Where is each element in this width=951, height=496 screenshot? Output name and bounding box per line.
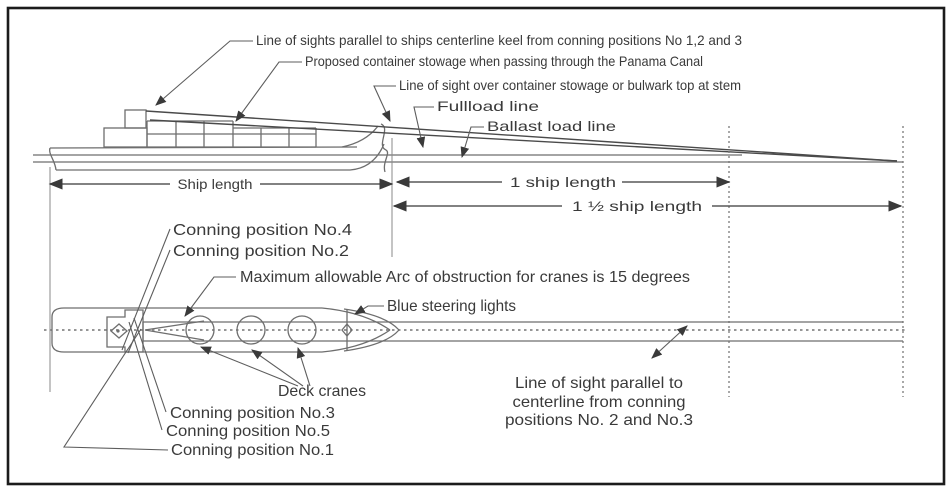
sight-keel-label: Line of sights parallel to ships centerl… (256, 32, 742, 48)
one-ship-length-label: 1 ship length (510, 174, 616, 190)
bridge-house-lower (103, 127, 148, 148)
conning-3-leader (133, 317, 167, 413)
max-arc-label: Maximum allowable Arc of obstruction for… (240, 269, 690, 286)
plan-bow-bottom (321, 329, 391, 353)
parallel-sight-caption-line1: Line of sight parallel to (515, 375, 683, 392)
obstruction-arc-upper (144, 320, 205, 331)
conning-station-dot (116, 329, 120, 333)
conning-2-leader (127, 249, 171, 354)
deck-crane-leader-2 (251, 349, 304, 387)
conning-station-diamond (110, 323, 128, 339)
sight-line-keel (145, 110, 898, 162)
conning-5-leader (128, 321, 163, 431)
sight-line-over-stowage (149, 119, 898, 162)
deck-crane-3 (287, 315, 317, 345)
plan-stem-top (343, 308, 400, 331)
ship-length-label: Ship length (178, 176, 253, 192)
blue-lights-leader (354, 305, 384, 315)
deck-cranes-label: Deck cranes (278, 383, 366, 400)
stern-profile (48, 147, 57, 171)
conning-3-label: Conning position No.3 (170, 405, 335, 422)
container-stowage-leader (235, 61, 302, 122)
parallel-sight-pointer-arrow (651, 325, 688, 359)
ballast-line-label: Ballast load line (487, 118, 616, 134)
parallel-sight-caption-line2: centerline from conning (513, 394, 686, 411)
blue-steering-lights-label: Blue steering lights (387, 298, 516, 315)
container-stacks (146, 120, 317, 148)
deck-crane-leader-1 (199, 346, 299, 387)
bow-break-curve (380, 123, 389, 173)
conning-2-label: Conning position No.2 (173, 243, 349, 260)
hull-bottom (56, 143, 385, 171)
conning-5-label: Conning position No.5 (166, 423, 330, 440)
fullload-leader (413, 106, 434, 149)
conning-1-leader (63, 328, 169, 451)
sight-over-stowage-leader (373, 85, 396, 123)
parallel-sight-caption-line3: positions No. 2 and No.3 (505, 412, 693, 429)
deck-crane-1 (185, 315, 215, 345)
ballast-leader (460, 126, 484, 159)
fullload-line-label: Fullload line (437, 98, 539, 114)
one-half-ship-length-label: 1 ½ ship length (572, 198, 702, 214)
steering-light-diamond (341, 322, 353, 338)
max-arc-leader (184, 276, 236, 317)
bridge-house-upper (124, 109, 147, 129)
deck-crane-2 (236, 315, 266, 345)
parallel-sight-caption: Line of sight parallel to centerline fro… (505, 375, 693, 429)
conning-4-leader (121, 228, 171, 351)
figure-border (6, 6, 946, 486)
container-stowage-label: Proposed container stowage when passing … (305, 53, 703, 69)
stem-profile (341, 125, 379, 148)
plan-stem-bottom (343, 329, 400, 352)
bridge-structure (106, 309, 144, 353)
sight-over-stowage-label: Line of sight over container stowage or … (399, 77, 741, 93)
plan-hull-outline (51, 307, 322, 353)
conning-4-label: Conning position No.4 (173, 222, 352, 239)
plan-bow-top (321, 307, 391, 331)
obstruction-arc-lower (144, 329, 205, 341)
conning-1-label: Conning position No.1 (171, 442, 334, 459)
sight-keel-leader (155, 40, 253, 106)
deck-crane-leader-3 (296, 346, 311, 387)
